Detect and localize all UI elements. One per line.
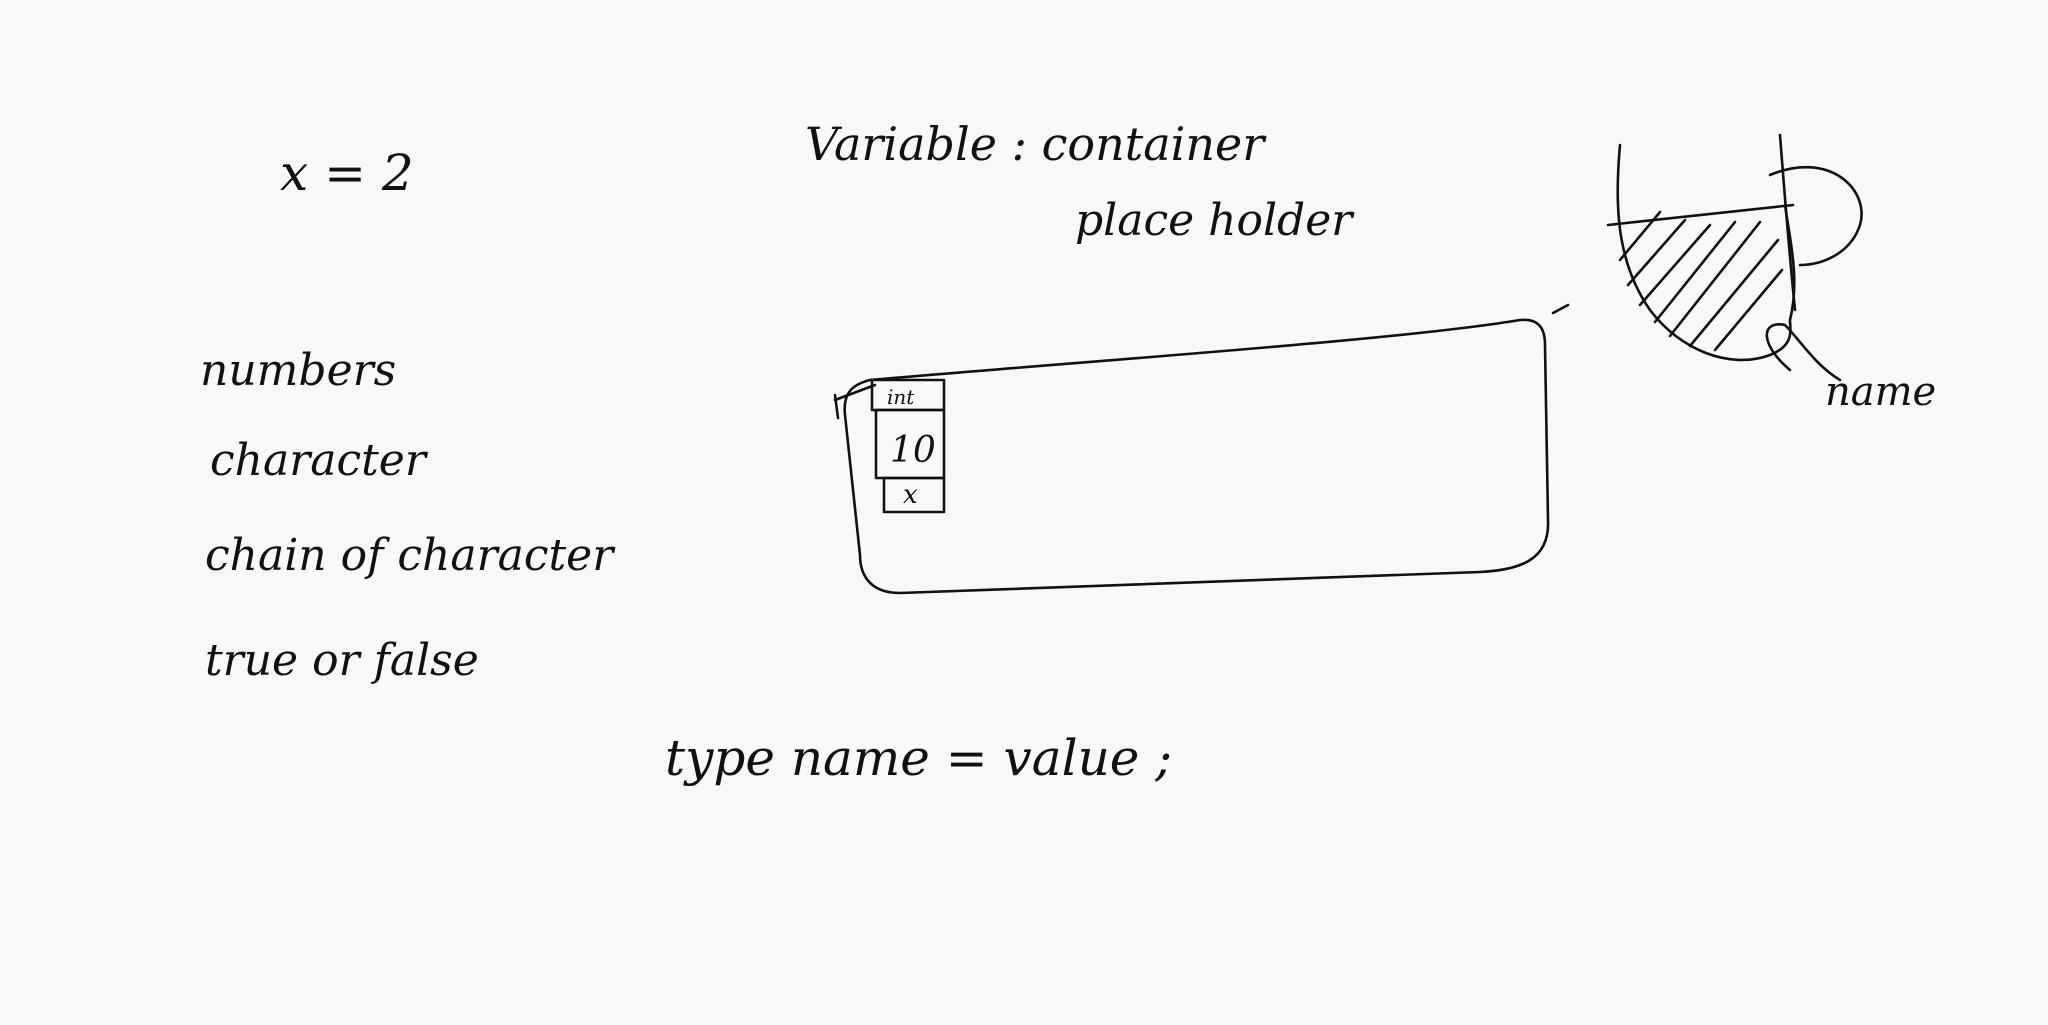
type-true-or-false: true or false <box>205 635 479 686</box>
cup-right-edge <box>1778 133 1797 312</box>
type-box-label: int <box>887 385 915 409</box>
cup-hatching <box>1618 210 1784 352</box>
value-box-label: 10 <box>890 430 936 471</box>
type-character: character <box>210 435 429 486</box>
container-corner-tick-2 <box>833 393 840 420</box>
stray-mark <box>1551 303 1570 315</box>
variable-definition-alt: place holder <box>1075 195 1355 246</box>
cup-handle <box>1768 165 1863 267</box>
name-pointer <box>1765 323 1842 382</box>
container-corner-tick <box>833 383 877 402</box>
type-chain-of-character: chain of character <box>205 530 616 581</box>
name-box <box>882 476 946 514</box>
type-numbers: numbers <box>200 345 396 396</box>
cup-rim <box>1606 203 1795 227</box>
assignment-example: x = 2 <box>280 144 414 202</box>
cup-body <box>1616 143 1796 362</box>
container-outline <box>843 318 1550 595</box>
cup-name-label: name <box>1825 369 1936 415</box>
memory-container-sketch: int 10 x <box>833 318 1550 595</box>
cup-sketch: name <box>1606 133 1936 415</box>
variable-definition: Variable : container <box>805 117 1267 171</box>
name-box-label: x <box>903 480 918 510</box>
declaration-syntax: type name = value ; <box>665 729 1172 787</box>
